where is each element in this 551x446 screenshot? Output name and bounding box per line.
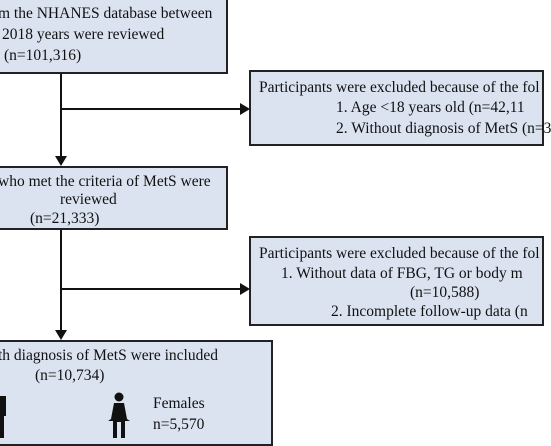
exclusion2-item-2: 2. Incomplete follow-up data (n xyxy=(331,303,528,320)
exclusion2-item-1-count: (n=10,588) xyxy=(410,284,480,301)
connector-main-1 xyxy=(60,74,62,158)
exclusion2-title: Participants were excluded because of th… xyxy=(259,245,540,262)
connector-branch-2 xyxy=(60,288,241,290)
arrowhead-down-2 xyxy=(55,330,67,340)
arrowhead-down-1 xyxy=(55,156,67,166)
box3-line-1: th diagnosis of MetS were included xyxy=(0,347,218,364)
exclusion1-title: Participants were excluded because of th… xyxy=(259,79,540,96)
exclusion-box-1: Participants were excluded because of th… xyxy=(249,70,551,146)
box2-line-1: who met the criteria of MetS were xyxy=(0,173,211,190)
connector-branch-1 xyxy=(60,108,241,110)
mets-criteria-box: who met the criteria of MetS were review… xyxy=(0,166,228,230)
box2-line-3: (n=21,333) xyxy=(30,210,100,227)
included-participants-box: th diagnosis of MetS were included (n=10… xyxy=(0,340,273,446)
box3-line-2: (n=10,734) xyxy=(35,367,105,384)
box1-line-3: (n=101,316) xyxy=(4,47,82,64)
females-label: Females xyxy=(153,395,205,412)
arrowhead-right-1 xyxy=(240,103,250,115)
exclusion1-item-2: 2. Without diagnosis of MetS (n=3 xyxy=(336,120,551,137)
initial-participants-box: m the NHANES database between 2018 years… xyxy=(0,0,228,74)
exclusion1-item-1: 1. Age <18 years old (n=42,11 xyxy=(336,99,525,116)
box2-line-2: reviewed xyxy=(60,191,117,208)
exclusion2-item-1: 1. Without data of FBG, TG or body m xyxy=(281,265,523,282)
connector-main-2 xyxy=(60,230,62,332)
female-person-icon xyxy=(108,392,130,438)
arrowhead-right-2 xyxy=(240,283,250,295)
male-person-icon xyxy=(0,396,6,438)
box1-line-2: 2018 years were reviewed xyxy=(2,26,165,43)
box1-line-1: m the NHANES database between xyxy=(0,5,213,22)
females-count: n=5,570 xyxy=(153,416,205,433)
exclusion-box-2: Participants were excluded because of th… xyxy=(249,236,544,326)
